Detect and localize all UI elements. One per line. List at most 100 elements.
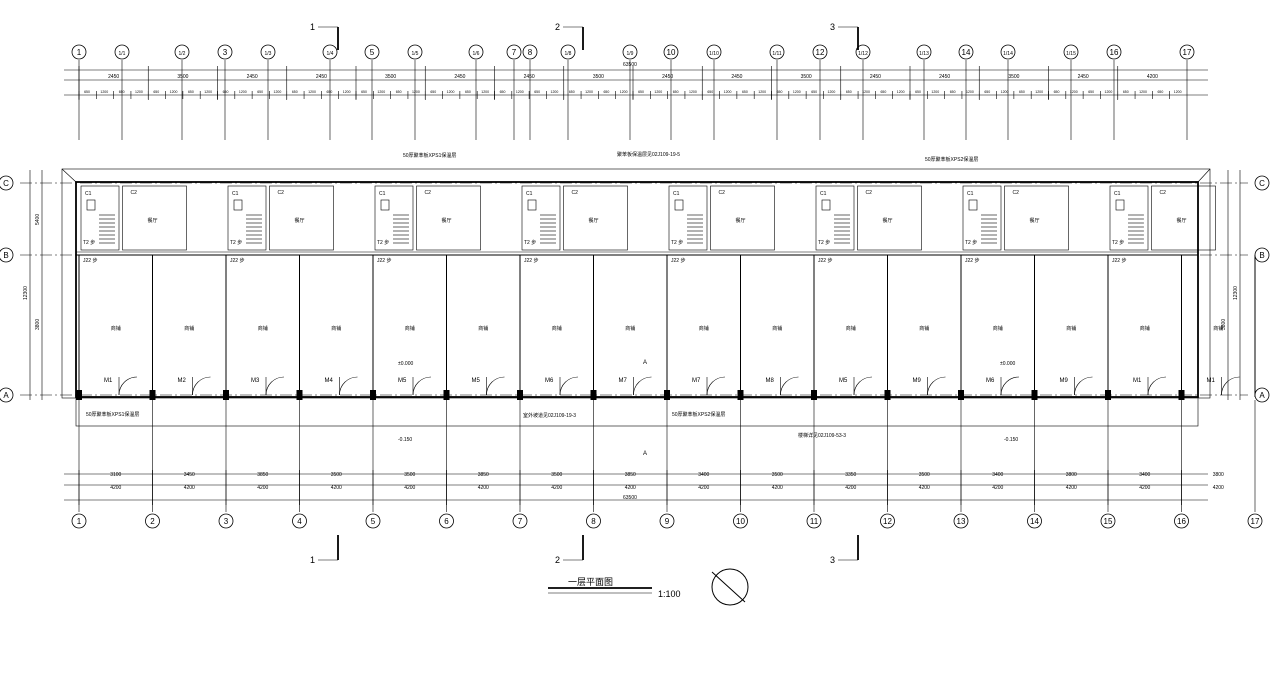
axis-label-bottom: 9 bbox=[665, 517, 670, 526]
axis-bubble-bottom bbox=[292, 513, 307, 529]
dim-left: 3800 bbox=[35, 319, 41, 330]
dim-small: 1200 bbox=[966, 90, 974, 94]
column bbox=[76, 390, 82, 400]
toilet-icon bbox=[968, 199, 978, 211]
door-label: M6 bbox=[986, 378, 995, 384]
dim-small: 1200 bbox=[204, 90, 212, 94]
axis-bubble-bottom bbox=[806, 513, 822, 529]
stair-room bbox=[1109, 185, 1149, 251]
dim-small: 1200 bbox=[377, 90, 385, 94]
section-a-top: A bbox=[643, 360, 647, 366]
dim-top: 3500 bbox=[1008, 74, 1019, 80]
column bbox=[1031, 390, 1038, 400]
dim-bottom-detail: 3500 bbox=[772, 472, 783, 478]
column bbox=[223, 390, 229, 400]
axis-bubble-right bbox=[1254, 175, 1270, 191]
static-linework bbox=[20, 69, 1248, 606]
axis-bubble-top bbox=[71, 44, 87, 60]
dim-small: 1200 bbox=[1105, 90, 1113, 94]
column bbox=[296, 390, 303, 400]
axis-bubble-top bbox=[217, 44, 233, 60]
axis-bubble-bottom bbox=[1100, 513, 1116, 529]
room-label-shop: 商铺 bbox=[258, 325, 268, 332]
axis-bubble-top bbox=[706, 44, 722, 60]
step-note: J22 步 bbox=[230, 258, 244, 264]
dim-bottom-detail: 3400 bbox=[992, 472, 1003, 478]
axis-bubble-top bbox=[260, 44, 276, 60]
step-note: J22 步 bbox=[83, 258, 97, 264]
axis-label-bottom: 6 bbox=[444, 517, 449, 526]
room-label-shop: 商铺 bbox=[699, 325, 709, 332]
dim-bottom: 4200 bbox=[919, 485, 930, 491]
note-3: 50厚聚苯板XPS2保温层 bbox=[925, 156, 978, 163]
axis-bubble-top bbox=[468, 44, 484, 60]
dim-bottom-detail: 3100 bbox=[110, 472, 121, 478]
toilet-icon bbox=[527, 199, 537, 211]
axis-label-top: 7 bbox=[512, 48, 517, 57]
step-note: J22 步 bbox=[671, 258, 685, 264]
dim-bottom: 4200 bbox=[551, 485, 562, 491]
elev-3: -0.150 bbox=[1004, 437, 1018, 443]
dim-small: 650 bbox=[915, 90, 921, 94]
dim-top: 2450 bbox=[1078, 74, 1089, 80]
note-5: 室外坡道见02J109-19-3 bbox=[523, 412, 576, 419]
axis-label-top: 16 bbox=[1110, 48, 1119, 57]
axis-label-bottom: 13 bbox=[957, 517, 966, 526]
door-label: M9 bbox=[1060, 378, 1069, 384]
dim-small: 650 bbox=[1157, 90, 1163, 94]
stair-note: T2 步 bbox=[671, 240, 683, 246]
window-label: C2 bbox=[131, 190, 138, 196]
column bbox=[664, 390, 670, 400]
dim-small: 1200 bbox=[551, 90, 559, 94]
door-label: M5 bbox=[472, 378, 481, 384]
door-swing bbox=[1000, 376, 1020, 396]
section-mark-label: 2 bbox=[555, 22, 560, 32]
column bbox=[958, 390, 964, 400]
dim-small: 650 bbox=[707, 90, 713, 94]
axis-bubble-top bbox=[506, 44, 522, 60]
door-swing bbox=[559, 376, 579, 396]
axis-bubble-bottom bbox=[953, 513, 969, 529]
window-label: C2 bbox=[866, 190, 873, 196]
dim-bottom: 4200 bbox=[1213, 485, 1224, 491]
toilet-label: C1 bbox=[526, 191, 533, 197]
axis-label-bottom: 4 bbox=[297, 517, 302, 526]
axis-label-top: 1/14 bbox=[1003, 51, 1013, 57]
axis-bubble-left bbox=[0, 387, 14, 403]
axis-label-top: 12 bbox=[816, 48, 825, 57]
axis-label-top: 1/11 bbox=[772, 51, 782, 57]
dim-bottom: 4200 bbox=[331, 485, 342, 491]
kitchen-label: 餐厅 bbox=[588, 217, 598, 224]
axis-bubble-top bbox=[322, 44, 338, 60]
dim-small: 650 bbox=[1088, 90, 1094, 94]
dim-bottom-detail: 3800 bbox=[1066, 472, 1077, 478]
dim-small: 650 bbox=[119, 90, 125, 94]
axis-bubble-bottom bbox=[439, 513, 454, 529]
axis-bubble-top bbox=[1179, 44, 1195, 60]
door-label: M8 bbox=[766, 378, 775, 384]
kitchen-room bbox=[122, 185, 187, 251]
dim-top: 3500 bbox=[593, 74, 604, 80]
dim-top: 2450 bbox=[939, 74, 950, 80]
toilet-label: C1 bbox=[967, 191, 974, 197]
dim-small: 1200 bbox=[862, 90, 870, 94]
dim-small: 650 bbox=[465, 90, 471, 94]
axis-label-bottom: 15 bbox=[1104, 517, 1113, 526]
dim-bottom: 4200 bbox=[845, 485, 856, 491]
dim-right: 12300 bbox=[1233, 286, 1239, 300]
axis-bubble-top bbox=[855, 44, 871, 60]
toilet-label: C1 bbox=[232, 191, 239, 197]
column bbox=[443, 390, 450, 400]
door-swing bbox=[339, 376, 358, 396]
door-label: M2 bbox=[178, 378, 187, 384]
dim-bottom-detail: 3500 bbox=[919, 472, 930, 478]
dim-small: 650 bbox=[153, 90, 159, 94]
column bbox=[1105, 390, 1111, 400]
dim-small: 1200 bbox=[793, 90, 801, 94]
toilet-label: C1 bbox=[379, 191, 386, 197]
step-note: J22 步 bbox=[818, 258, 832, 264]
kitchen-label: 餐厅 bbox=[735, 217, 745, 224]
dim-bottom-detail: 3850 bbox=[625, 472, 636, 478]
axis-label-top: 3 bbox=[223, 48, 228, 57]
